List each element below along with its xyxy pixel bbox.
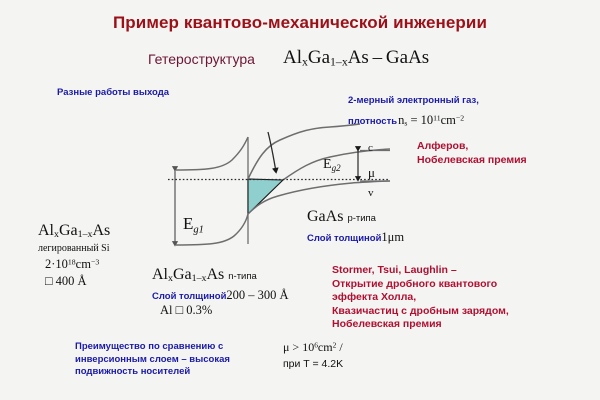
left-layer-doping: легированный Si [38,243,110,254]
advantage-note: Преимущество по сравнению с инверсионным… [75,341,230,379]
level-c-label: c [368,142,373,154]
alferov-line-1: Нобелевская премия [417,154,527,166]
work-function-note: Разные работы выхода [57,87,170,98]
middle-thickness-value: 200 – 300 Å [226,288,289,302]
eg2-label: Eg2 [323,157,341,173]
advantage-line-2: подвижность носителей [75,366,191,377]
left-layer-concentration: 2·1018cm−3 [45,257,100,271]
gaas-thickness-label: Слой толщиной [307,233,382,244]
stormer-line-3: Квазичастиц с дробным зарядом, [332,304,509,317]
level-v-label: v [368,187,374,199]
alferov-line-0: Алферов, [417,140,469,152]
al-fraction-label: Al □ 0.3% [160,303,213,317]
left-layer-material: AlxGa1–xAs [38,222,111,241]
stormer-line-0: Stormer, Tsui, Laughlin – [332,264,457,276]
electron-density-note: плотность ns = 1011cm−2 [348,113,464,128]
stormer-line-4: Нобелевская премия [332,318,442,330]
heterostructure-label: Гетероструктура [148,51,255,67]
gaas-material-label: GaAs p-типа [307,208,376,226]
advantage-line-0: Преимущество по сравнению с [75,341,224,352]
advantage-line-1: инверсионным слоем – высокая [75,353,230,365]
middle-thickness-label: Слой толщиной [152,291,227,302]
mobility-temperature: при T = 4.2K [283,358,344,370]
density-label: плотность [348,116,398,127]
density-formula: ns = 1011cm−2 [398,113,465,128]
heterostructure-formula: AlxGa1–xAs – GaAs [283,47,430,69]
electron-gas-note: 2-мерный электронный газ, [348,95,479,106]
level-mu-label: μ [368,165,375,180]
gaas-base: GaAs [307,208,344,225]
stormer-credit: Stormer, Tsui, Laughlin – Открытие дробн… [332,264,509,332]
middle-layer-material: AlxGa1–xAs n-типа [152,266,257,285]
mobility-formula: μ > 106cm2 / [283,340,343,354]
left-layer-thickness: □ 400 Å [45,274,87,288]
gaas-thickness-value: 1μm [381,230,405,244]
alferov-credit: Алферов, Нобелевская премия [417,139,527,167]
stormer-line-2: эффекта Холла, [332,291,417,303]
middle-layer-thickness-note: Слой толщиной 200 – 300 Å [152,288,289,303]
gaas-type: p-типа [347,213,376,224]
stormer-line-1: Открытие дробного квантового [332,277,498,290]
page-title: Пример квантово-механической инженерии [112,13,488,32]
eg1-label: Eg1 [183,214,204,236]
middle-layer-type: n-типа [228,271,257,282]
gaas-thickness-note: Слой толщиной 1μm [307,230,404,245]
